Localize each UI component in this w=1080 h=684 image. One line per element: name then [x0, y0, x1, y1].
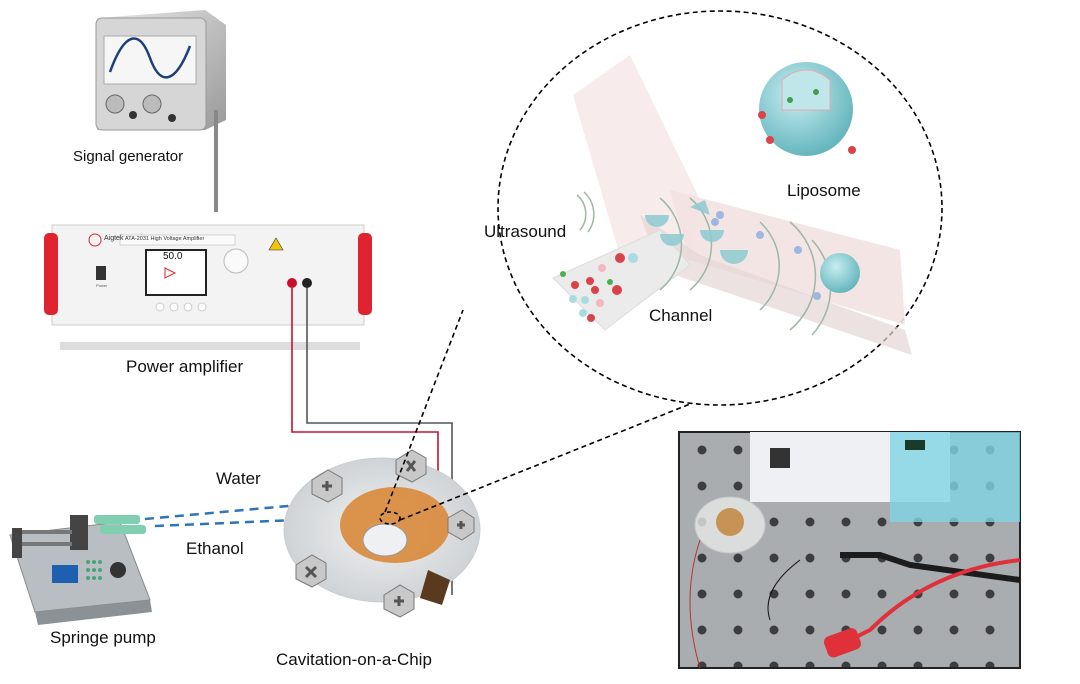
water-label: Water: [216, 469, 261, 488]
power-amplifier-label: Power amplifier: [126, 357, 244, 376]
callout-line-1: [384, 309, 464, 513]
signal-generator-label: Signal generator: [73, 148, 184, 165]
chip-label: Cavitation-on-a-Chip: [276, 650, 432, 669]
amplifier-brand: Aigtek: [104, 235, 124, 242]
signal-generator-icon: [95, 10, 226, 212]
cavitation-chip-icon: [283, 449, 481, 618]
syringe-pump-icon: [9, 515, 152, 625]
amplifier-display-value: 50.0: [163, 251, 183, 262]
photo-inset: [678, 431, 1021, 669]
zoom-bubble: [497, 10, 943, 406]
syringe-pump-label: Springe pump: [50, 628, 156, 647]
callout-line-2: [399, 399, 701, 521]
ultrasound-label: Ultrasound: [484, 222, 567, 241]
ethanol-label: Ethanol: [186, 539, 244, 558]
channel-label: Channel: [649, 306, 713, 325]
amplifier-power-label: Power: [96, 283, 108, 288]
power-amplifier-icon: [44, 224, 372, 350]
amplifier-model: ATA-2031 High Voltage Amplifier: [125, 236, 205, 242]
liposome-label: Liposome: [787, 181, 861, 200]
